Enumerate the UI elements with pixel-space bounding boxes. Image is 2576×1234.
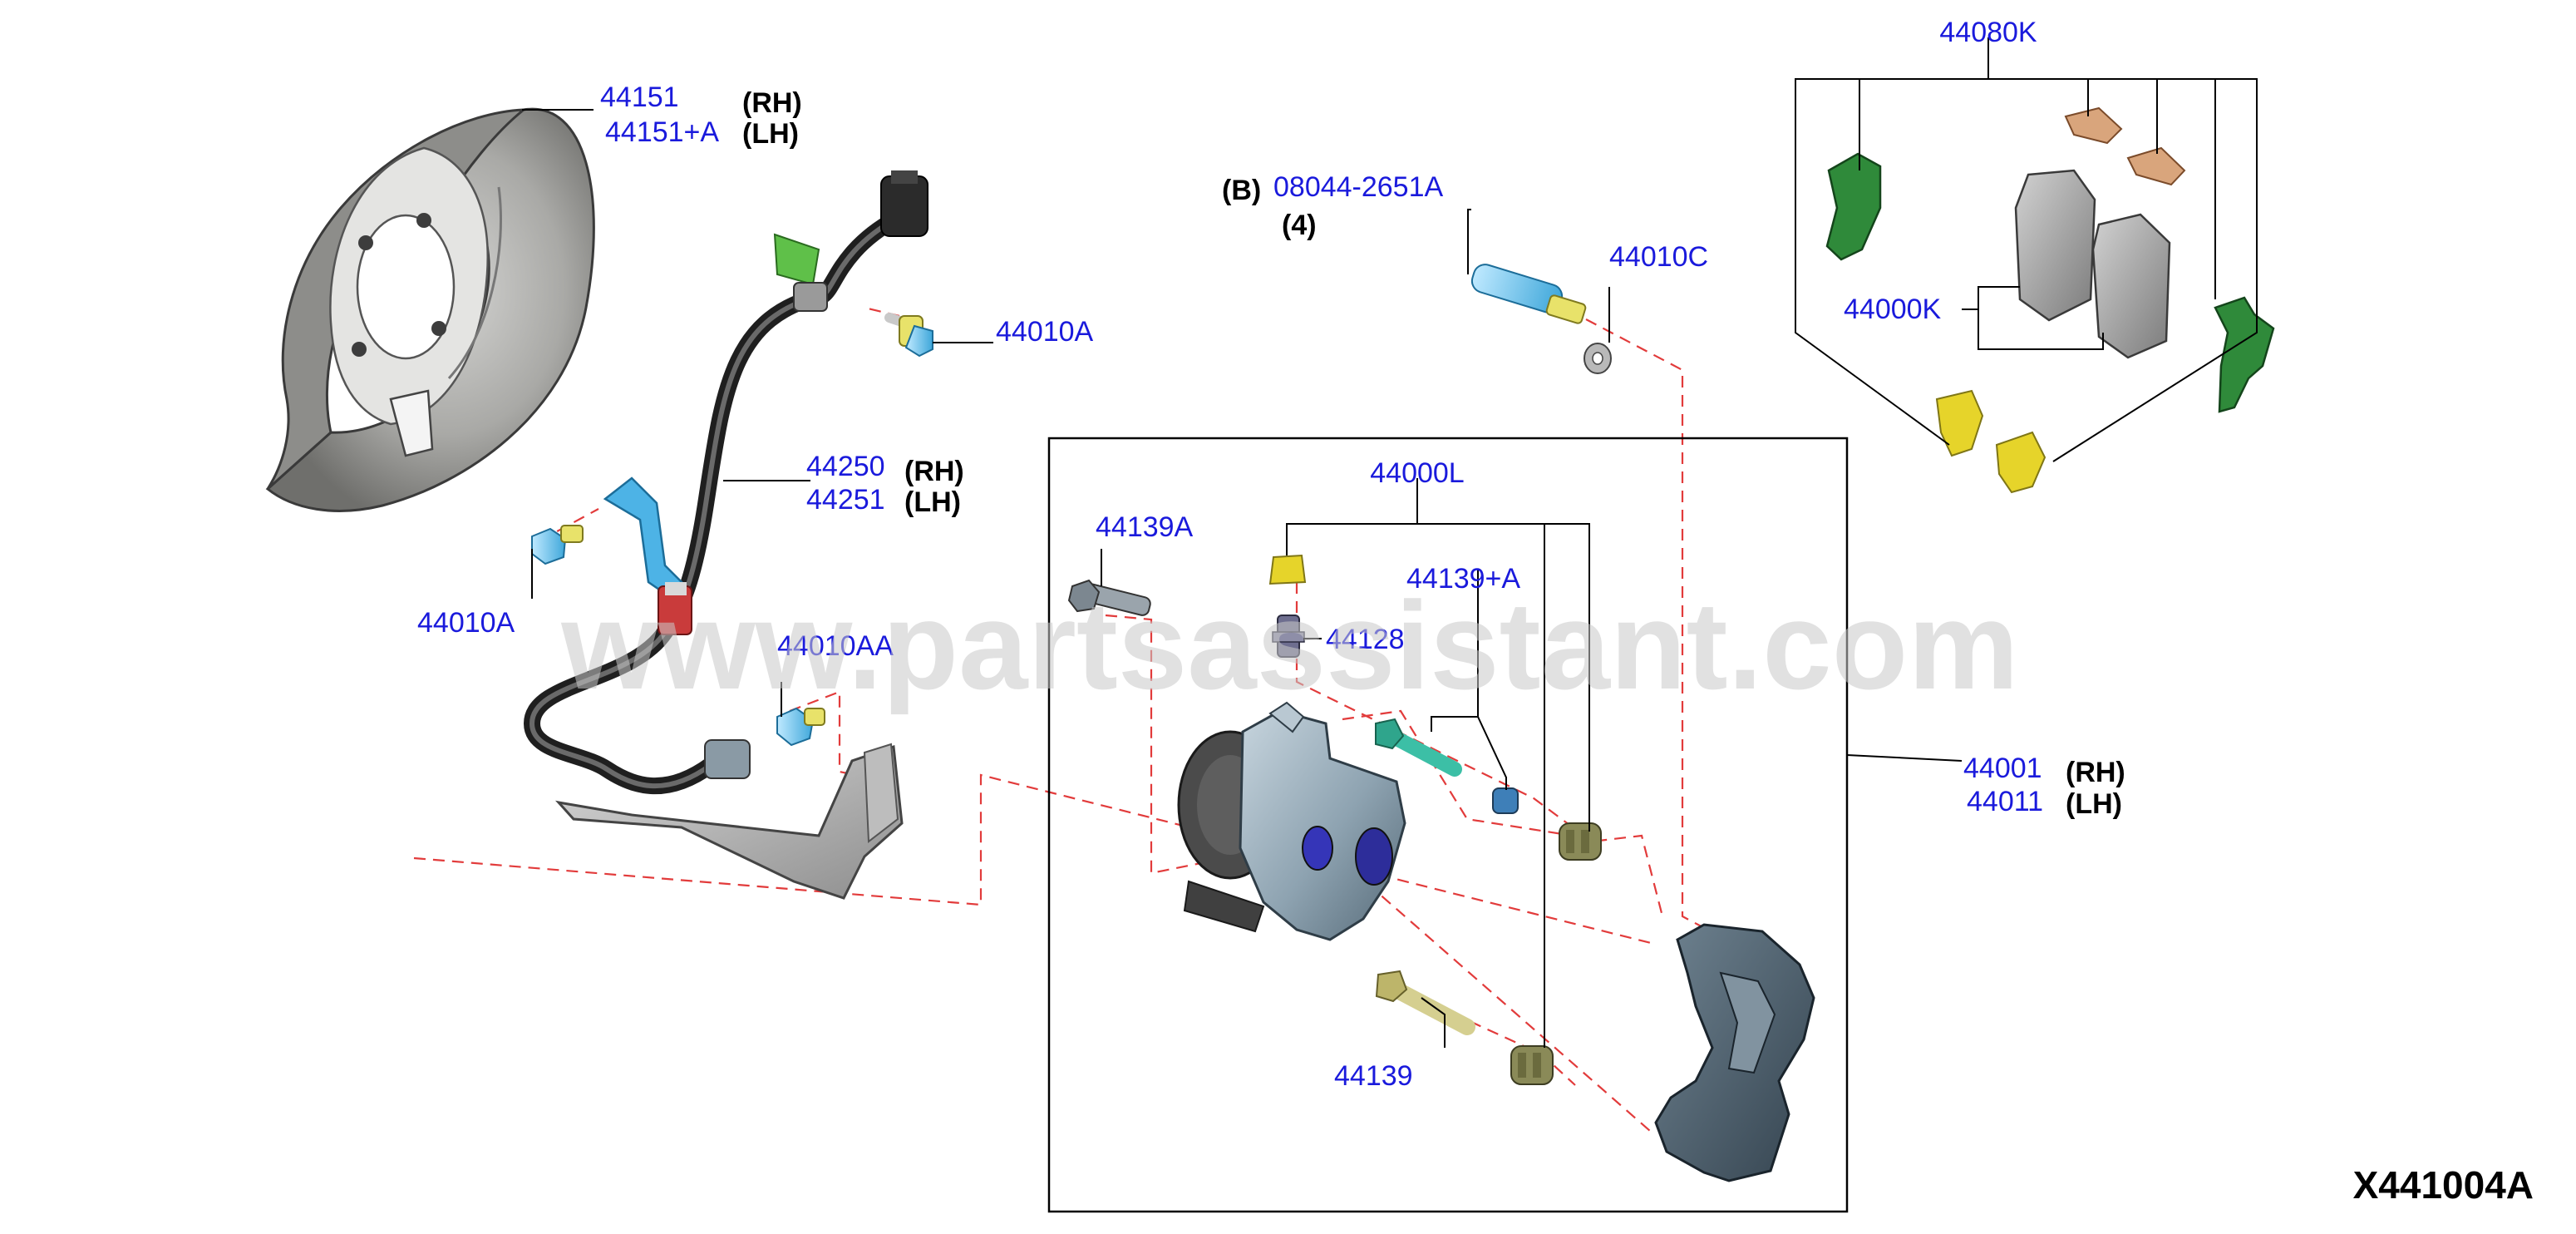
label-quantity-4: (4) xyxy=(1282,210,1317,241)
brake-backing-plate[interactable] xyxy=(265,107,595,512)
label-44128[interactable]: 44128 xyxy=(1326,624,1405,655)
label-44080k[interactable]: 44080K xyxy=(1939,17,2037,48)
label-44010a-left[interactable]: 44010A xyxy=(417,607,515,639)
caliper-body[interactable] xyxy=(1177,701,1406,941)
bleeder-screw-44128[interactable] xyxy=(1268,554,1307,658)
bolt-44010a-top[interactable] xyxy=(884,313,933,358)
label-44151a[interactable]: 44151+A xyxy=(605,116,719,148)
caliper-bracket[interactable] xyxy=(1654,923,1815,1182)
boot-lower[interactable] xyxy=(1510,1045,1554,1085)
label-44251-lh: (LH) xyxy=(904,486,961,518)
boot-small[interactable] xyxy=(1492,787,1519,814)
diagram-id: X441004A xyxy=(2353,1163,2534,1207)
guide-pin-44139[interactable] xyxy=(1375,970,1475,1035)
label-44250[interactable]: 44250 xyxy=(806,451,885,482)
boot-upper[interactable] xyxy=(1559,822,1602,861)
guide-pin-44139plusa[interactable] xyxy=(1375,718,1462,777)
label-44010c[interactable]: 44010C xyxy=(1609,241,1708,273)
assembly-lines xyxy=(413,306,1751,1132)
abs-wheel-speed-sensor[interactable] xyxy=(523,170,928,900)
label-44151-rh: (RH) xyxy=(742,87,802,119)
part-labels: 44151 (RH) 44151+A (LH) 44010A 44250 (RH… xyxy=(417,17,2125,1092)
label-44139[interactable]: 44139 xyxy=(1334,1060,1413,1092)
label-44011[interactable]: 44011 xyxy=(1967,786,2043,817)
label-44000k[interactable]: 44000K xyxy=(1844,294,1942,325)
label-44139a[interactable]: 44139A xyxy=(1096,511,1194,543)
caliper-assembly-box xyxy=(1047,437,1849,1213)
label-44010a-top[interactable]: 44010A xyxy=(996,316,1094,348)
label-44151a-lh: (LH) xyxy=(742,118,799,150)
label-08044-2651a[interactable]: 08044-2651A xyxy=(1273,171,1444,203)
label-44001[interactable]: 44001 xyxy=(1963,753,2042,784)
pad-hardware-kit[interactable] xyxy=(1825,106,2275,494)
label-44011-lh: (LH) xyxy=(2066,788,2122,820)
label-b-marker: (B) xyxy=(1222,175,1261,206)
watermark: www.partsassistant.com xyxy=(560,575,2018,715)
label-44010aa[interactable]: 44010AA xyxy=(777,630,894,662)
bolt-44010aa[interactable] xyxy=(776,707,825,747)
pad-kit-outline xyxy=(1795,83,2258,462)
caliper-bolt-08044-2651a[interactable] xyxy=(1469,262,1587,324)
bolt-44010a-left[interactable] xyxy=(531,525,584,565)
washer-44010c[interactable] xyxy=(1584,343,1612,374)
label-44250-rh: (RH) xyxy=(904,456,964,487)
label-44139plusa[interactable]: 44139+A xyxy=(1406,563,1520,595)
brake-pads-44000k[interactable] xyxy=(2014,169,2171,359)
label-44000l[interactable]: 44000L xyxy=(1370,457,1464,489)
label-44001-rh: (RH) xyxy=(2066,757,2125,788)
label-44251[interactable]: 44251 xyxy=(806,484,885,516)
caliper-bolt-44139a[interactable] xyxy=(1067,579,1151,617)
label-44151[interactable]: 44151 xyxy=(600,81,679,113)
leader-lines xyxy=(522,37,2258,1048)
